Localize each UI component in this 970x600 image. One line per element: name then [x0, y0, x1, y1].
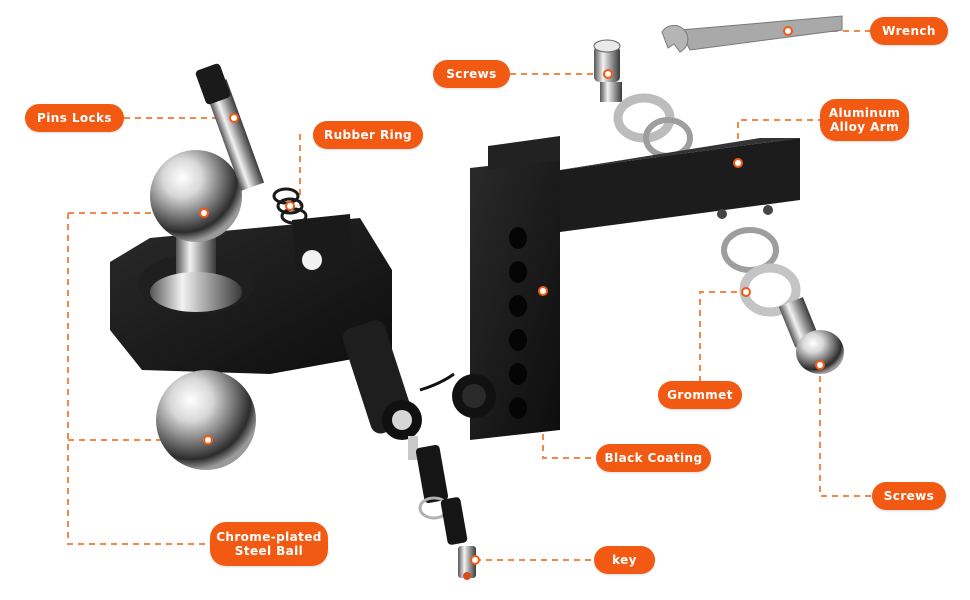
label-steel-ball-text-line1: Chrome-plated — [216, 530, 322, 544]
label-grommet-text: Grommet — [667, 388, 733, 402]
label-wrench-text: Wrench — [882, 24, 936, 38]
label-screws-bottom-text: Screws — [883, 489, 935, 503]
key-icon — [408, 436, 476, 580]
label-steel-ball-text-line2: Steel Ball — [234, 544, 304, 558]
label-black-coating-text: Black Coating — [604, 451, 703, 465]
label-key: key — [594, 546, 655, 574]
label-aluminum-text-line1: Aluminum — [828, 106, 901, 120]
top-washers-icon — [613, 93, 693, 159]
label-screws-top: Screws — [433, 60, 510, 88]
label-chrome-plated-steel-ball: Chrome-plated Steel Ball — [210, 522, 328, 566]
label-wrench: Wrench — [870, 17, 948, 45]
label-pins-locks-text: Pins Locks — [37, 111, 112, 125]
target-dots — [199, 26, 825, 565]
bottom-screw-icon — [778, 297, 844, 374]
label-screws-bottom: Screws — [872, 482, 946, 510]
wrench-icon — [661, 15, 843, 53]
label-grommet: Grommet — [658, 381, 742, 409]
label-rubber-ring: Rubber Ring — [313, 121, 423, 149]
alloy-arm-icon — [470, 136, 800, 440]
label-pins-locks: Pins Locks — [25, 104, 124, 132]
label-screws-top-text: Screws — [446, 67, 497, 81]
chrome-ball-top-icon — [150, 150, 242, 312]
top-screw-icon — [593, 39, 622, 102]
lock-cylinder-icon — [342, 320, 496, 440]
label-aluminum-alloy-arm: Aluminum Alloy Arm — [820, 99, 909, 141]
grommet-icon — [721, 227, 801, 317]
label-rubber-ring-text: Rubber Ring — [323, 128, 413, 142]
label-aluminum-text-line2: Alloy Arm — [829, 120, 900, 134]
pin-lock-icon — [195, 63, 265, 191]
label-key-text: key — [612, 553, 637, 567]
chrome-ball-bottom-icon — [156, 370, 256, 470]
label-black-coating: Black Coating — [596, 444, 711, 472]
